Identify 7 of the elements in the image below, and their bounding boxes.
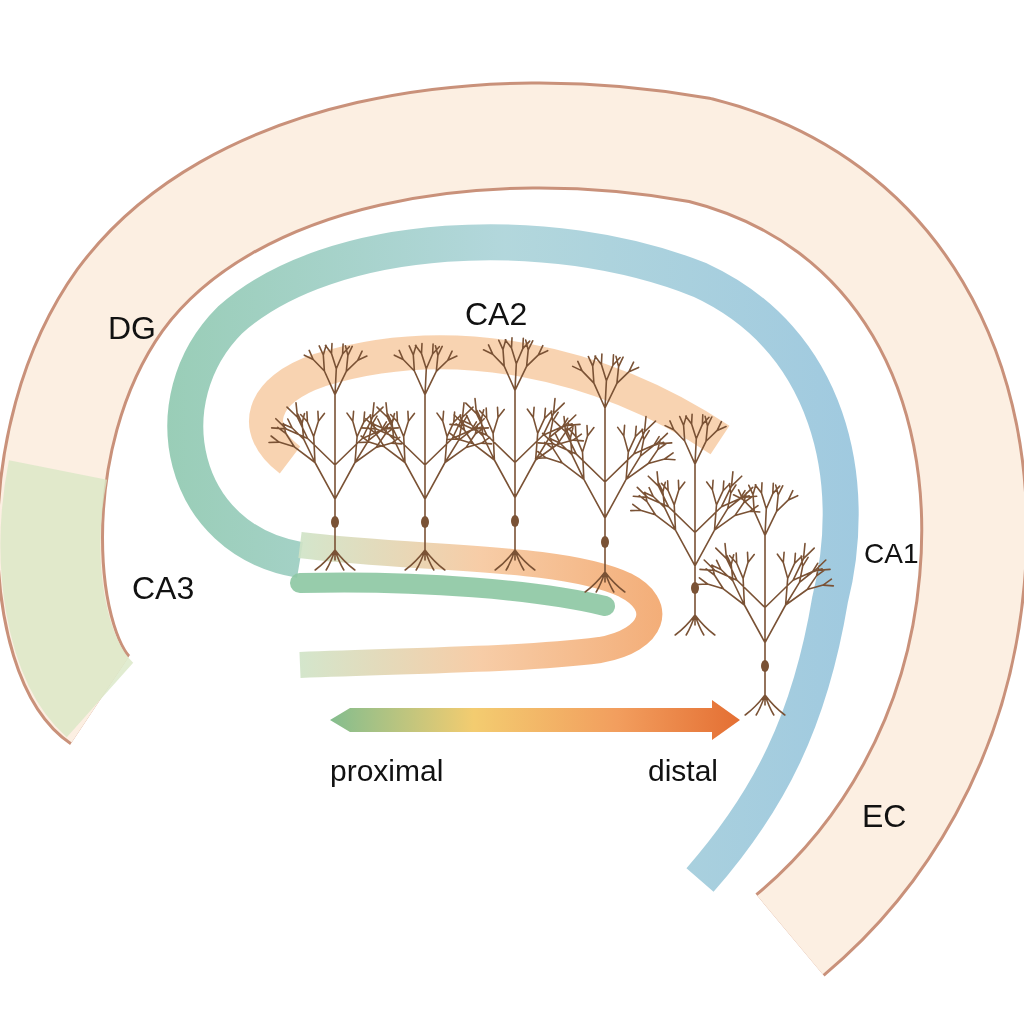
axis-label: distal: [648, 756, 719, 786]
region-label: CA3: [132, 572, 195, 604]
region-label: EC: [862, 800, 907, 832]
region-label: CA2: [465, 298, 528, 330]
axis-label: proximal: [330, 756, 444, 786]
region-label: CA1: [864, 540, 919, 568]
region-label: DG: [108, 312, 156, 344]
